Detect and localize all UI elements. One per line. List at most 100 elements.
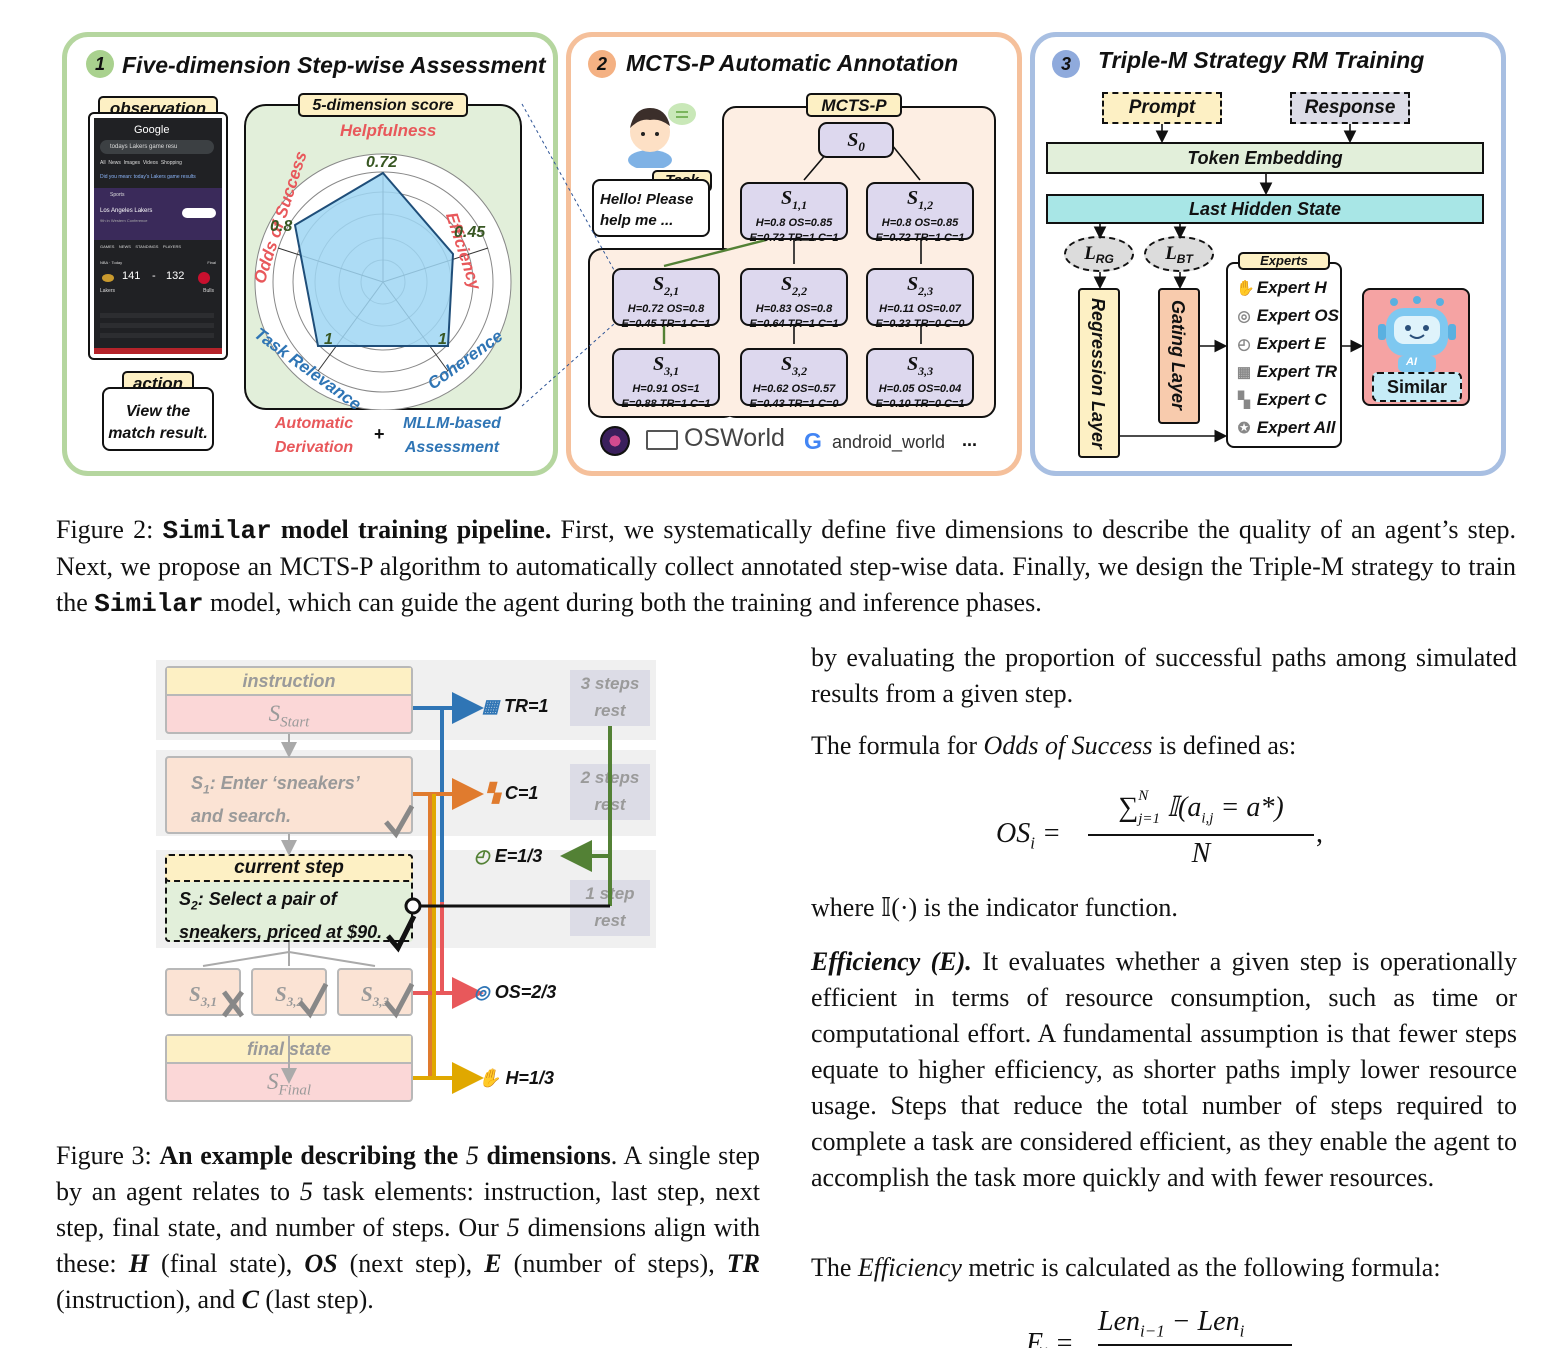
s2-label: S — [179, 889, 192, 909]
mllm-assessment: MLLM-based Assessment — [394, 412, 510, 460]
task-text-2: help me ... — [600, 212, 674, 229]
figure3-label: Figure 3: — [56, 1141, 152, 1170]
step-number-3: 3 — [1052, 50, 1080, 78]
figure3-caption: Figure 3: An example describing the 5 di… — [56, 1141, 761, 1314]
gating-layer: Gating Layer — [1158, 288, 1200, 424]
google-logo: Google — [134, 124, 170, 136]
metric-tr: ▦ TR=1 — [482, 696, 549, 716]
figure2-similar-2: Similar — [94, 589, 204, 619]
follow-button[interactable] — [182, 208, 216, 218]
puzzle-icon: ▦ — [1236, 364, 1252, 381]
equation-os: OSi = ∑Nj=1 𝕀(ai,j = a*) N , — [996, 787, 1323, 869]
env-more: ... — [962, 430, 978, 450]
expert-item: ✪ Expert All — [1236, 414, 1340, 442]
blocks-icon: ▚ — [1238, 392, 1250, 409]
paragraph-4: Efficiency (E). It evaluates whether a g… — [811, 947, 1517, 1192]
team-subtitle: 9th in Western Conference — [100, 218, 148, 223]
menu-games[interactable]: GAMES — [100, 244, 115, 249]
action-text-2: match result. — [108, 425, 208, 442]
target-icon: ◎ — [474, 982, 490, 1002]
step-number-2: 2 — [588, 50, 616, 78]
mcts-label: MCTS-P — [806, 93, 902, 117]
experts-box: ✋ Expert H◎ Expert OS◴ Expert E▦ Expert … — [1226, 262, 1342, 448]
metric-h: ✋ H=1/3 — [478, 1068, 554, 1088]
lakers-logo-icon — [102, 274, 114, 282]
google-g-icon: G — [804, 428, 822, 454]
menu-standings[interactable]: STANDINGS — [135, 244, 159, 249]
menu-news[interactable]: NEWS — [118, 244, 131, 249]
mllm-line-2: Assessment — [404, 439, 500, 456]
action-box: View the match result. — [102, 387, 214, 451]
panel3-title: Triple-M Strategy RM Training — [1098, 47, 1425, 73]
value-helpfulness: 0.72 — [366, 154, 398, 171]
value-odds-of-success: 0.8 — [270, 218, 293, 235]
expert-item: ▦ Expert TR — [1236, 358, 1340, 386]
menu-players[interactable]: PLAYERS — [162, 244, 182, 249]
value-efficiency: 0.45 — [454, 224, 486, 241]
response-box: Response — [1290, 92, 1410, 124]
score-dash: - — [152, 270, 156, 282]
clock-icon: ◴ — [1237, 336, 1251, 353]
figure2-text-2: model, which can guide the agent during … — [203, 588, 1042, 617]
hand-icon: ✋ — [478, 1068, 501, 1088]
instruction-box: instruction SStart — [165, 666, 413, 734]
paragraph-2: The formula for Odds of Success is defin… — [811, 731, 1297, 760]
auto-derivation: Automatic Derivation — [266, 412, 362, 460]
team-name: Los Angeles Lakers — [100, 208, 153, 214]
panel2-title: MCTS-P Automatic Annotation — [626, 50, 959, 76]
tab-videos[interactable]: Videos — [142, 160, 159, 166]
paragraph-3: where 𝕀(·) is the indicator function. — [811, 893, 1178, 922]
figure2-similar: Similar — [162, 516, 272, 546]
league-label: NBA · Today — [100, 260, 123, 265]
equation-efficiency: Ei = Leni−1 − Leni — [1026, 1306, 1326, 1348]
expert-item: ◎ Expert OS — [1236, 302, 1340, 330]
s33-box: S3,3 — [337, 968, 413, 1016]
bulls-logo-icon — [198, 272, 210, 284]
tab-images[interactable]: Images — [123, 160, 141, 166]
monitor-icon — [646, 430, 678, 450]
badge-icon: ✪ — [1237, 420, 1251, 437]
phone-search-bar[interactable]: todays Lakers game resu — [100, 140, 214, 154]
did-you-mean[interactable]: Did you mean: today's Lakers game result… — [100, 174, 196, 180]
radar-chart — [254, 153, 512, 410]
value-coherence: 1 — [438, 331, 447, 348]
s1-label: S — [191, 773, 204, 793]
tab-all[interactable]: All — [100, 160, 106, 166]
action-text-1: View the — [125, 403, 191, 420]
game-status: Final — [207, 260, 216, 265]
figure2-bold: model training pipeline. — [271, 515, 552, 544]
robot-badge: AI — [1406, 356, 1417, 368]
phone-tabs: All News Images Videos Shopping — [100, 160, 182, 166]
clock-icon: ◴ — [474, 846, 490, 866]
blocks-icon: ▚ — [486, 783, 500, 803]
s31-label: S — [189, 982, 201, 1006]
task-bubble: Hello! Please help me ... — [592, 179, 710, 237]
phone-bottom-bar — [94, 348, 222, 354]
s32-label: S — [275, 982, 287, 1006]
loss-rg: LRG — [1064, 236, 1134, 272]
s-final: S — [267, 1069, 279, 1094]
tab-news[interactable]: News — [108, 160, 121, 166]
auto-line-2: Derivation — [274, 439, 354, 456]
plus-sign: + — [374, 424, 385, 444]
metric-c: ▚ C=1 — [486, 783, 539, 803]
metric-e: ◴ E=1/3 — [474, 846, 543, 866]
s2-text: sneakers, priced at $90. — [179, 921, 383, 942]
similar-label: Similar — [1372, 372, 1462, 402]
axis-helpfulness: Helpfulness — [340, 121, 437, 140]
sports-label: Sports — [110, 192, 125, 198]
env-osworld: OSWorld — [684, 424, 785, 452]
zoom-connector-lines — [521, 103, 615, 407]
token-embedding: Token Embedding — [1046, 142, 1484, 174]
tab-shopping[interactable]: Shopping — [160, 160, 182, 166]
fig3-lines — [202, 692, 612, 1094]
sports-card: Sports Los Angeles Lakers 9th in Western… — [94, 188, 222, 240]
experts-label: Experts — [1238, 252, 1330, 270]
instruction-label: instruction — [167, 668, 411, 696]
